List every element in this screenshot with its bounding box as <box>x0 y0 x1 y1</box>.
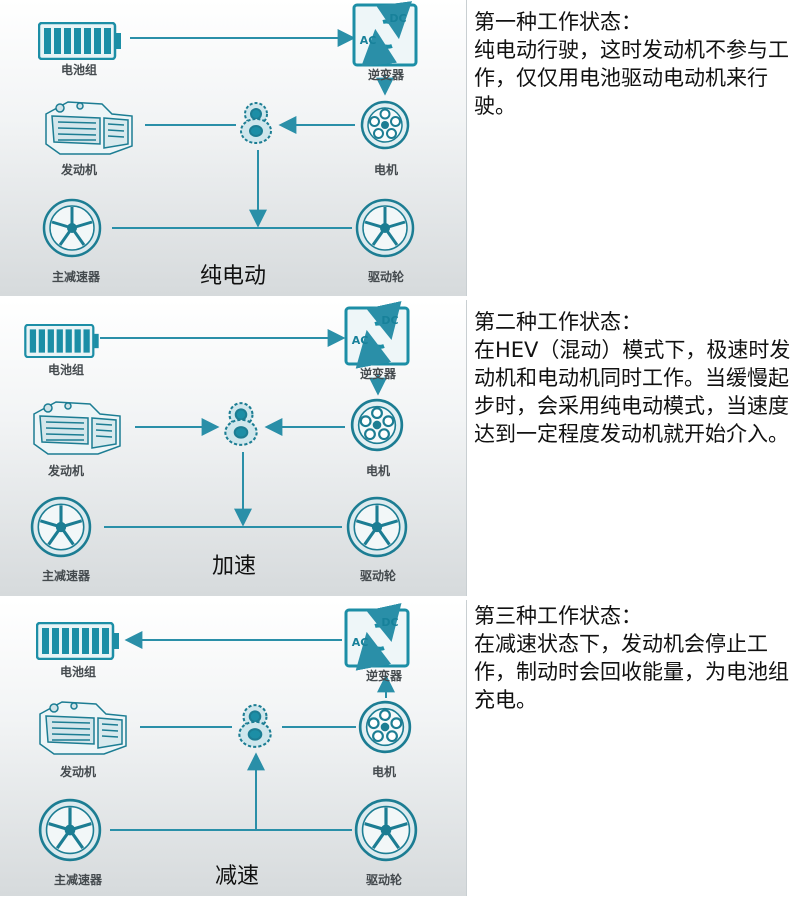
inverter-dc-text: DC <box>389 12 406 25</box>
battery-icon <box>36 622 120 660</box>
final-drive-wheel-icon <box>30 496 92 558</box>
inverter-ac-text: AC <box>360 34 377 47</box>
motor-label: 电机 <box>374 162 398 177</box>
battery-label: 电池组 <box>48 362 84 377</box>
drive-wheel-icon <box>355 198 415 258</box>
inverter-label: 逆变器 <box>366 668 403 683</box>
engine-label: 发动机 <box>60 162 97 177</box>
motor-label: 电机 <box>372 764 396 779</box>
gear-icon <box>238 704 272 748</box>
powertrain-diagram-1: DC AC 电池组 逆变器 发动机 电机 主减速器 驱动轮 纯电动 <box>38 1 418 289</box>
drive-wheel-icon <box>346 496 408 558</box>
panel-state-1: DC AC 电池组 逆变器 发动机 电机 主减速器 驱动轮 纯电动 <box>0 0 467 296</box>
gear-icon <box>240 102 272 144</box>
final-drive-label: 主减速器 <box>42 568 91 583</box>
motor-icon <box>358 700 412 754</box>
inverter-dc-text: DC <box>381 314 398 327</box>
inverter-ac-text: AC <box>352 334 369 347</box>
engine-label: 发动机 <box>59 764 96 779</box>
motor-icon <box>360 100 410 150</box>
powertrain-diagram-2: DC AC 电池组 逆变器 发动机 电机 主减速器 驱动轮 加速 <box>24 301 410 583</box>
inverter-icon: DC AC <box>352 1 418 67</box>
gear-icon <box>224 402 258 446</box>
panel-state-2: DC AC 电池组 逆变器 发动机 电机 主减速器 驱动轮 加速 <box>0 300 467 596</box>
inverter-label: 逆变器 <box>360 366 397 381</box>
battery-icon <box>24 324 100 358</box>
state-description-2: 第二种工作状态： 在HEV（混动）模式下，极速时发动机和电动机同时工作。当缓慢起… <box>474 310 791 446</box>
final-drive-label: 主减速器 <box>54 872 103 887</box>
state-description-1: 第一种工作状态： 纯电动行驶，这时发动机不参与工作，仅仅用电池驱动电动机来行驶。 <box>474 10 789 118</box>
inverter-icon: DC AC <box>344 603 410 671</box>
engine-label: 发动机 <box>47 463 84 478</box>
mode-label: 纯电动 <box>200 264 266 289</box>
engine-icon <box>39 701 127 755</box>
powertrain-diagram-3: DC AC 电池组 逆变器 发动机 电机 主减速器 驱动轮 减速 <box>36 603 418 889</box>
panel-state-3: DC AC 电池组 逆变器 发动机 电机 主减速器 驱动轮 减速 <box>0 600 467 896</box>
motor-label: 电机 <box>366 463 390 478</box>
motor-icon <box>350 398 404 452</box>
drive-wheel-label: 驱动轮 <box>366 872 403 887</box>
inverter-dc-text: DC <box>381 616 398 629</box>
battery-label: 电池组 <box>61 62 97 77</box>
drive-wheel-label: 驱动轮 <box>368 269 405 284</box>
battery-icon <box>38 22 122 60</box>
drive-wheel-icon <box>354 798 418 862</box>
state-description-3: 第三种工作状态： 在减速状态下，发动机会停止工作，制动时会回收能量，为电池组充电… <box>474 604 789 712</box>
final-drive-wheel-icon <box>38 798 102 862</box>
engine-icon <box>33 401 121 455</box>
inverter-icon: DC AC <box>344 301 410 369</box>
inverter-label: 逆变器 <box>368 67 405 82</box>
battery-label: 电池组 <box>60 664 96 679</box>
final-drive-label: 主减速器 <box>52 269 101 284</box>
mode-label: 减速 <box>215 864 259 889</box>
inverter-ac-text: AC <box>352 636 369 649</box>
final-drive-wheel-icon <box>42 198 102 258</box>
drive-wheel-label: 驱动轮 <box>360 568 397 583</box>
engine-icon <box>45 101 133 155</box>
mode-label: 加速 <box>212 554 256 579</box>
